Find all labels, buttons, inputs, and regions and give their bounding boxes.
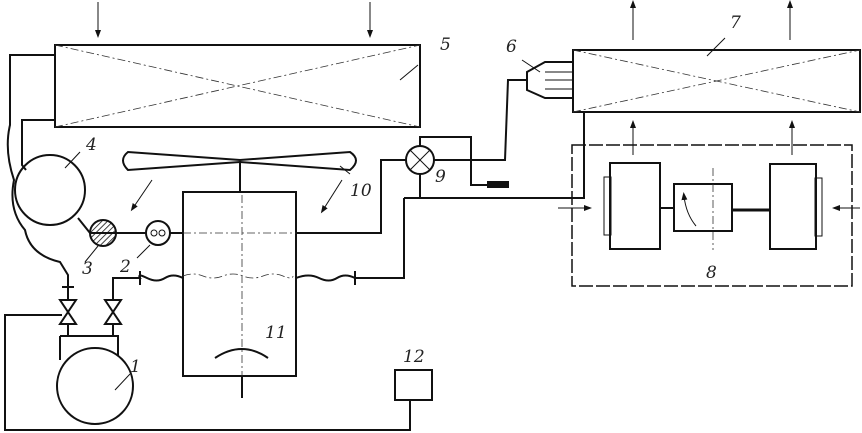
label-filter-drier: 3 — [82, 259, 93, 279]
label-sight-glass: 2 — [119, 257, 131, 277]
leader-line — [399, 64, 419, 81]
leader-line — [706, 37, 726, 57]
expansion-valve — [405, 145, 435, 175]
leader-line — [64, 151, 81, 169]
distributor — [521, 59, 573, 99]
leader-line — [114, 373, 131, 391]
label-expansion-valve: 9 — [435, 167, 446, 187]
sensor-bulb — [487, 181, 509, 188]
airflow-arrow — [130, 179, 153, 212]
label-drive-unit: 8 — [706, 263, 717, 283]
evaporator — [572, 0, 861, 155]
label-control-box: 12 — [403, 347, 425, 367]
label-fan: 10 — [350, 181, 372, 201]
discharge-valve[interactable] — [103, 299, 123, 325]
engine — [182, 191, 297, 398]
drive-unit — [558, 144, 860, 287]
piping — [4, 54, 585, 431]
condenser — [54, 2, 421, 128]
receiver — [14, 154, 86, 226]
label-evaporator: 7 — [730, 13, 741, 33]
label-distributor: 6 — [506, 37, 517, 57]
label-condenser: 5 — [440, 35, 451, 55]
label-compressor: 1 — [130, 357, 141, 377]
fan — [122, 150, 357, 214]
control-box — [394, 369, 433, 401]
airflow-arrow — [320, 179, 343, 214]
sight-glass — [136, 220, 171, 259]
label-engine: 11 — [265, 323, 287, 343]
label-receiver: 4 — [85, 135, 97, 155]
suction-valve[interactable] — [58, 299, 78, 325]
compressor — [56, 347, 134, 425]
leader-line — [84, 245, 99, 263]
